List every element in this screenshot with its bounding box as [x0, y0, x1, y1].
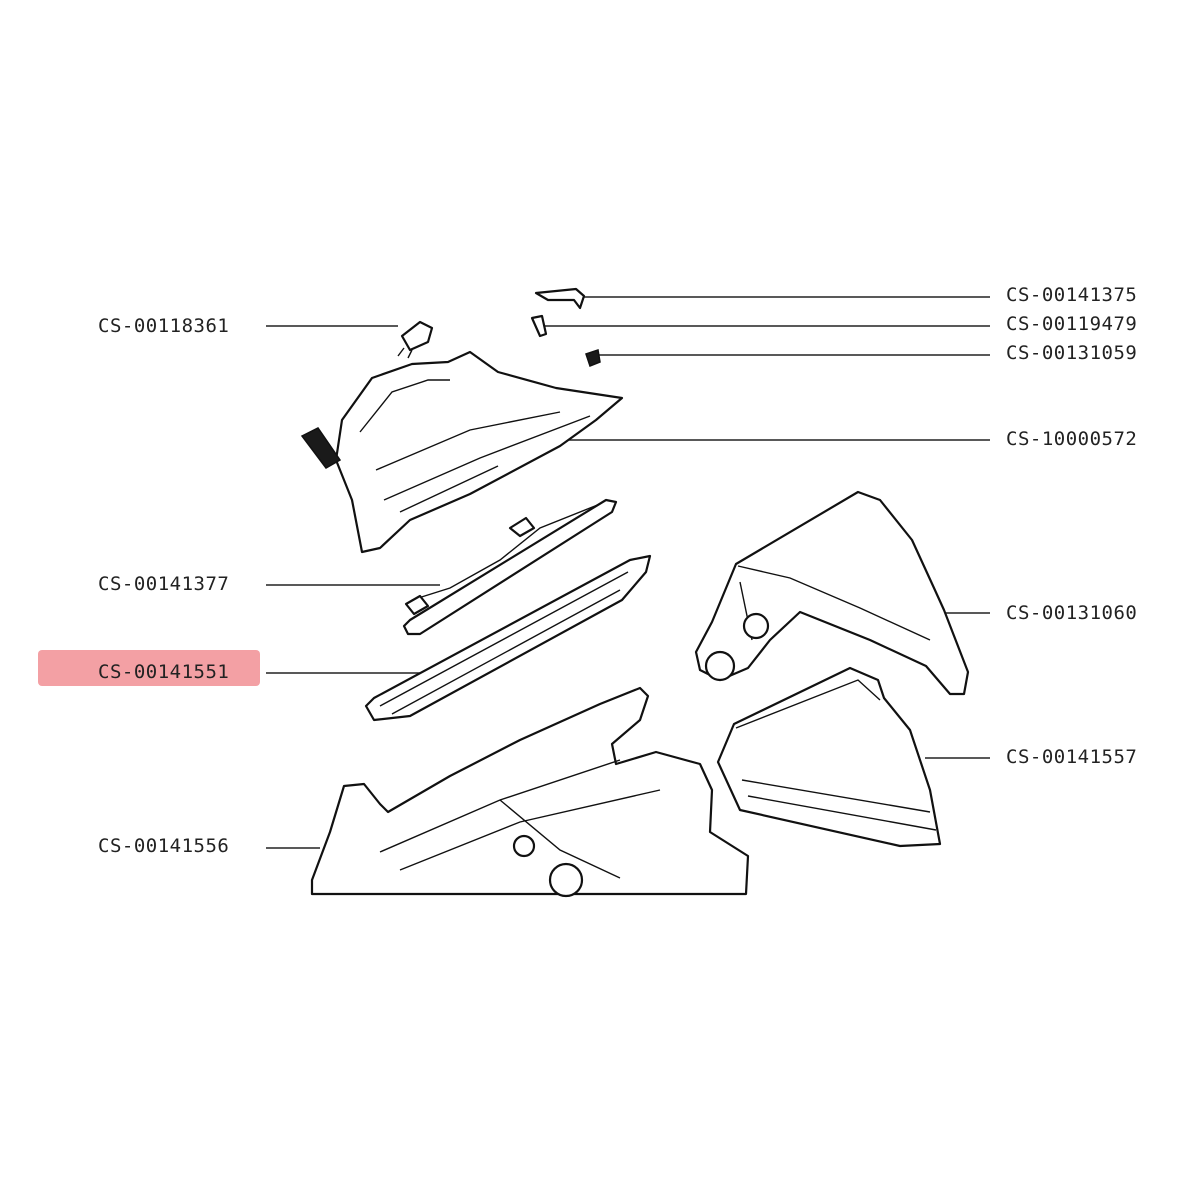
- part-cs-00141551: [364, 554, 652, 722]
- label-cs-00141377: CS-00141377: [98, 573, 230, 595]
- label-cs-00119479: CS-00119479: [1006, 313, 1138, 335]
- part-cs-00141557: [716, 666, 942, 848]
- label-cs-00118361: CS-00118361: [98, 315, 230, 337]
- label-cs-10000572: CS-10000572: [1006, 428, 1138, 450]
- part-cs-00119479: [530, 314, 548, 338]
- part-cs-00131060: [694, 490, 970, 696]
- highlight-box: [38, 650, 260, 686]
- part-cs-10000572: [300, 350, 624, 554]
- part-cs-00118361: [397, 320, 434, 359]
- label-cs-00131059: CS-00131059: [1006, 342, 1138, 364]
- part-cs-00141375: [534, 287, 586, 310]
- part-cs-00131059: [585, 349, 601, 367]
- part-cs-00141556: [310, 686, 750, 898]
- part-cs-00141377: [402, 498, 618, 636]
- label-cs-00141375: CS-00141375: [1006, 284, 1138, 306]
- label-cs-00131060: CS-00131060: [1006, 602, 1138, 624]
- label-cs-00141551: CS-00141551: [98, 661, 230, 683]
- label-cs-00141557: CS-00141557: [1006, 746, 1138, 768]
- label-cs-00141556: CS-00141556: [98, 835, 230, 857]
